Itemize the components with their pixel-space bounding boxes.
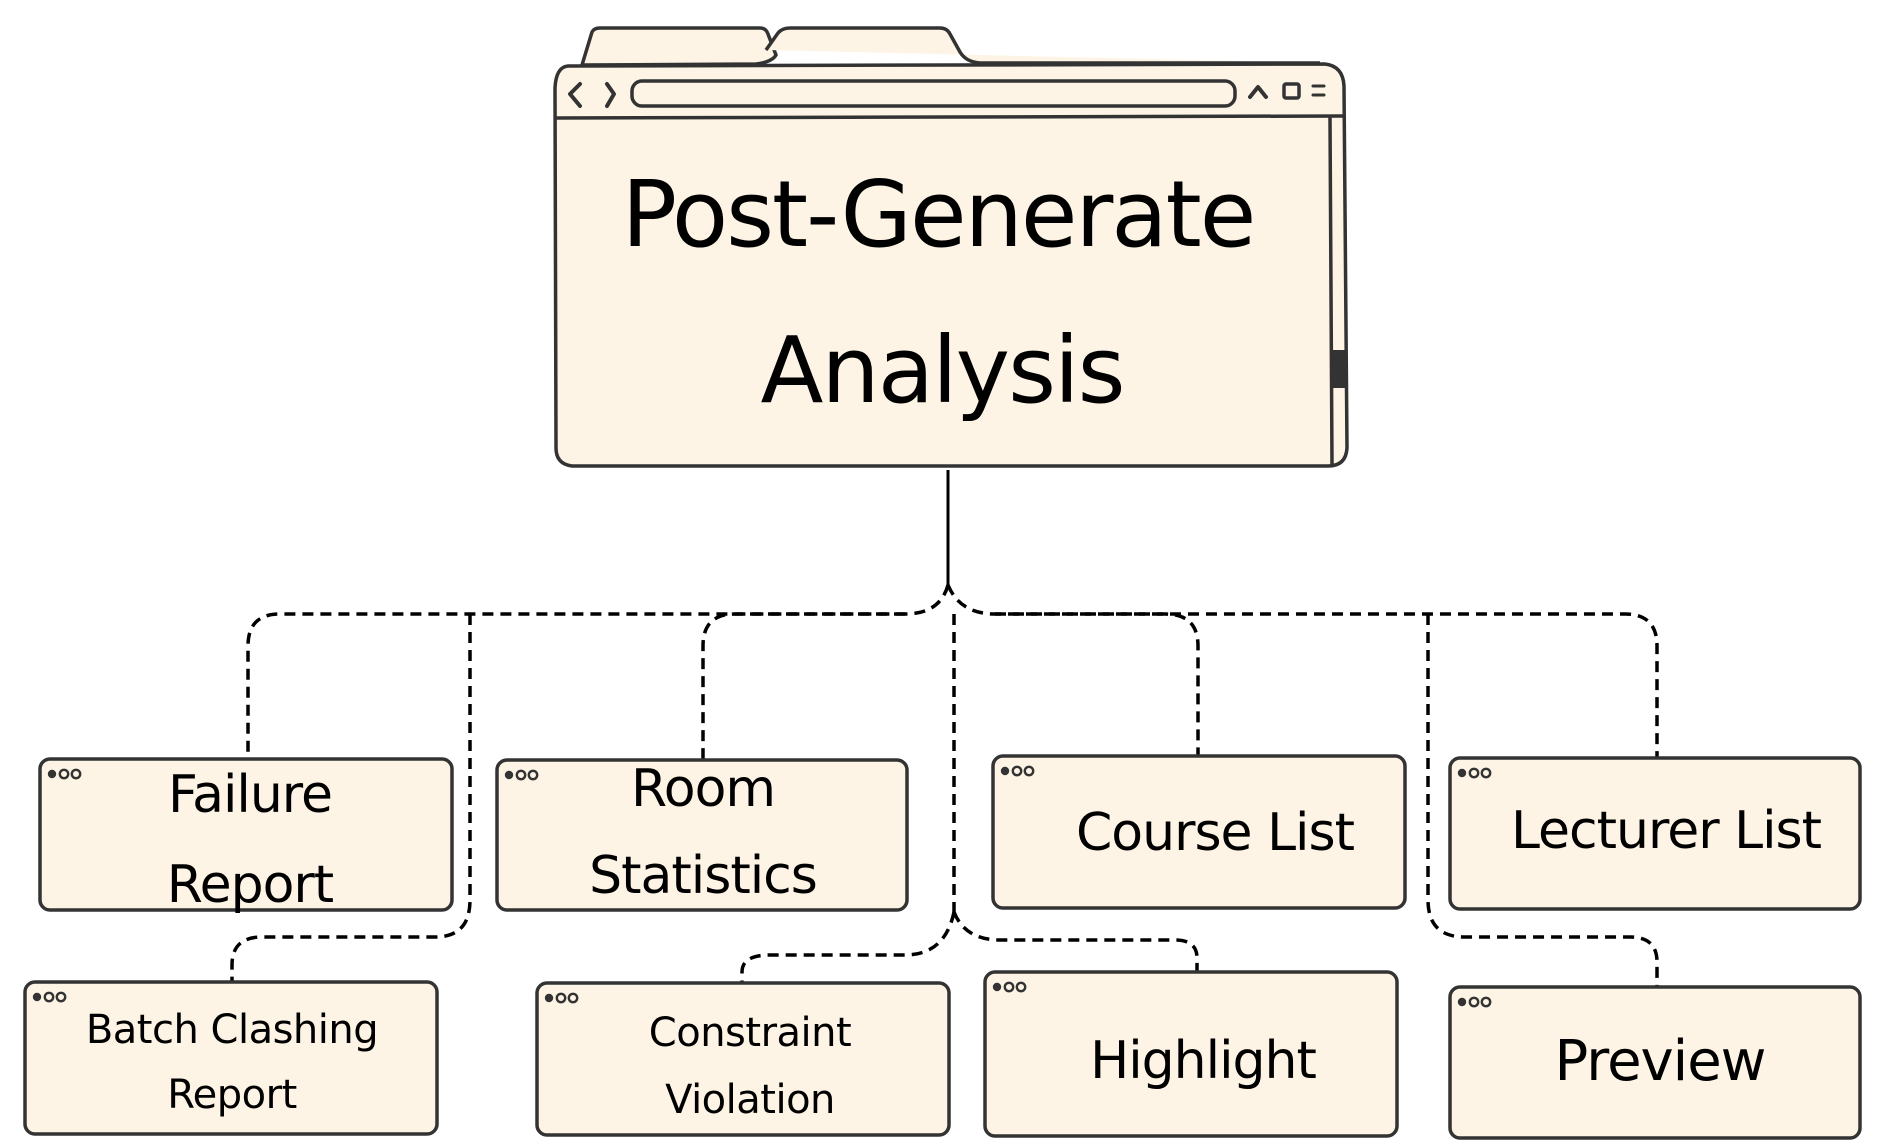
root-node[interactable]: Post-Generate Analysis [553,26,1349,468]
dot-outline [1003,981,1015,993]
node-preview[interactable]: Preview [1448,985,1862,1140]
dot-filled [1457,997,1467,1007]
dot-outline [43,991,55,1003]
square-icon[interactable] [1282,82,1301,100]
dot-outline [1011,765,1023,777]
connector-bus-left [246,584,950,758]
node-box [991,754,1407,910]
chevron-left-icon[interactable] [568,82,582,108]
dot-outline [1023,765,1035,777]
dot-outline [567,992,579,1004]
connectors [230,470,1659,987]
window-controls-dots-icon [504,769,539,781]
dot-filled [32,992,42,1002]
dot-outline [70,768,82,780]
dot-outline [527,769,539,781]
dot-outline [55,991,67,1003]
node-label-line: Report [167,855,334,915]
dot-outline [555,992,567,1004]
node-box [23,980,439,1136]
node-label-line: Highlight [1090,1031,1316,1091]
window-controls-dots-icon [544,992,579,1004]
window-controls-dots-icon [1000,765,1035,777]
folder-tab-back [579,26,778,67]
node-label-line: Constraint [649,1010,851,1056]
node-label-line: Statistics [589,846,817,906]
root-title-line-1: Post-Generate [622,161,1255,268]
dot-filled [1000,766,1010,776]
dot-outline [1468,767,1480,779]
dot-outline [1015,981,1027,993]
node-box [38,757,454,912]
node-label-line: Course List [1076,803,1355,863]
node-label-line: Failure [168,765,332,825]
dot-filled [544,993,554,1003]
node-box [495,758,909,912]
connector-room-statistics [701,612,905,760]
node-label-line: Batch Clashing [86,1007,378,1053]
window-controls-dots-icon [32,991,67,1003]
node-label-line: Preview [1555,1029,1766,1094]
dot-outline [1468,996,1480,1008]
dot-filled [992,982,1002,992]
node-highlight[interactable]: Highlight [983,970,1399,1138]
chevron-right-icon[interactable] [605,82,616,108]
connector-bus-right [946,584,1659,758]
dot-filled [47,769,57,779]
connector-batch-clashing-report [230,614,472,982]
node-box [1448,985,1862,1140]
root-window-frame [553,62,1349,468]
connector-highlight [952,911,1199,972]
node-label-line: Room [631,759,775,819]
menu-lines-icon[interactable] [1311,84,1326,97]
window-controls-dots-icon [992,981,1027,993]
node-box [983,970,1399,1138]
node-course-list[interactable]: Course List [991,754,1407,910]
node-lecturer-list[interactable]: Lecturer List [1448,756,1862,911]
connector-course-list [995,612,1200,755]
window-controls-dots-icon [1457,767,1492,779]
node-box [1448,756,1862,911]
scrollbar-thumb[interactable] [1331,350,1346,388]
scrollbar-track[interactable] [1328,116,1334,466]
node-label-line: Report [167,1072,297,1118]
window-controls-dots-icon [1457,996,1492,1008]
connector-constraint-violation [740,911,956,983]
node-label-line: Lecturer List [1511,801,1822,861]
dot-outline [1480,996,1492,1008]
window-controls-dots-icon [47,768,82,780]
root-title-line-2: Analysis [760,317,1123,424]
address-bar[interactable] [630,79,1237,108]
node-box [535,981,951,1137]
connector-preview [1426,614,1659,987]
dot-filled [1457,768,1467,778]
toolbar-divider [554,114,1346,120]
dot-outline [58,768,70,780]
dot-outline [515,769,527,781]
caret-up-icon[interactable] [1248,85,1268,99]
node-label-line: Violation [665,1077,835,1123]
folder-tab-front [764,26,1320,65]
dot-filled [504,770,514,780]
dot-outline [1480,767,1492,779]
